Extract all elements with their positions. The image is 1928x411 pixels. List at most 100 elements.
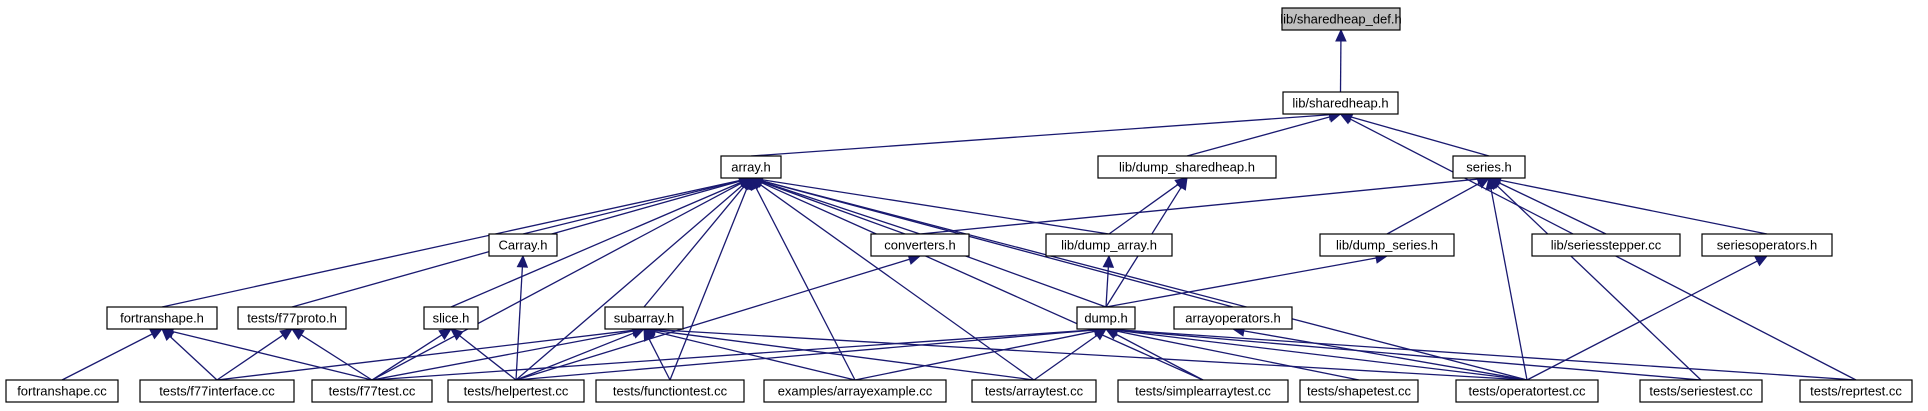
edge-f77test-to-f77proto xyxy=(290,328,373,381)
edge-line xyxy=(1116,329,1702,381)
edge-seriestest-to-series xyxy=(1488,177,1702,381)
graph-node-f77test[interactable]: tests/f77test.cc xyxy=(311,379,433,403)
arrowhead-icon xyxy=(279,328,293,341)
node-label: lib/dump_sharedheap.h xyxy=(1119,160,1255,175)
edge-helpertest-to-converters xyxy=(515,253,922,381)
graph-node-functiontest[interactable]: tests/functiontest.cc xyxy=(595,379,745,403)
graph-node-arrayoperators[interactable]: arrayoperators.h xyxy=(1173,306,1293,330)
node-label: tests/arraytest.cc xyxy=(985,384,1084,399)
node-box xyxy=(1531,233,1681,257)
node-box xyxy=(1281,7,1401,31)
edge-line xyxy=(654,329,1035,381)
graph-node-series[interactable]: series.h xyxy=(1452,155,1526,179)
edge-f77interface-to-fortranshape xyxy=(161,328,218,381)
edge-line xyxy=(1499,179,1768,235)
node-label: Carray.h xyxy=(499,238,548,253)
edge-line xyxy=(515,332,635,381)
arrowhead-icon xyxy=(516,254,529,268)
node-box xyxy=(1799,379,1913,403)
edge-series-to-sharedheap xyxy=(1339,111,1490,157)
graph-node-fortranshape[interactable]: fortranshape.h xyxy=(106,306,218,330)
node-box xyxy=(971,379,1097,403)
edge-dump_sharedheap-to-sharedheap xyxy=(1186,111,1342,157)
node-label: tests/seriestest.cc xyxy=(1649,384,1753,399)
edge-line xyxy=(854,330,1096,381)
graph-node-arraytest[interactable]: tests/arraytest.cc xyxy=(971,379,1097,403)
graph-node-sharedheap_def[interactable]: lib/sharedheap_def.h xyxy=(1280,7,1402,31)
edge-line xyxy=(643,186,745,308)
graph-node-dump_sharedheap[interactable]: lib/dump_sharedheap.h xyxy=(1097,155,1277,179)
graph-node-f77interface[interactable]: tests/f77interface.cc xyxy=(139,379,295,403)
edge-line xyxy=(515,258,910,381)
edge-line xyxy=(1186,116,1331,157)
node-box xyxy=(447,379,585,403)
edge-line xyxy=(515,266,524,381)
edge-line xyxy=(300,334,373,381)
graph-node-fortranshape_cc[interactable]: fortranshape.cc xyxy=(5,379,119,403)
node-label: tests/f77proto.h xyxy=(247,311,337,326)
arrowhead-icon xyxy=(1754,255,1769,267)
edge-line xyxy=(750,114,1330,157)
edge-seriesstepper-to-series xyxy=(1487,177,1607,235)
graph-node-array[interactable]: array.h xyxy=(720,155,782,179)
edge-line xyxy=(1386,182,1480,235)
node-box xyxy=(1097,155,1277,179)
edge-line xyxy=(515,184,744,381)
edge-line xyxy=(161,179,741,308)
graph-node-carray[interactable]: Carray.h xyxy=(488,233,558,257)
edge-line xyxy=(216,334,284,381)
node-label: lib/seriesstepper.cc xyxy=(1551,238,1662,253)
edge-dump-to-dump_series xyxy=(1105,252,1389,308)
graph-node-f77proto[interactable]: tests/f77proto.h xyxy=(237,306,347,330)
node-label: tests/functiontest.cc xyxy=(613,384,728,399)
graph-node-dump[interactable]: dump.h xyxy=(1076,306,1136,330)
edge-line xyxy=(371,182,742,381)
graph-node-simplearraytest[interactable]: tests/simplearraytest.cc xyxy=(1117,379,1289,403)
edge-dump_array-to-dump_sharedheap xyxy=(1108,177,1188,235)
edge-helpertest-to-carray xyxy=(515,254,529,381)
node-box xyxy=(1701,233,1833,257)
arrowhead-icon xyxy=(1335,28,1347,42)
node-label: converters.h xyxy=(884,238,956,253)
node-label: lib/dump_array.h xyxy=(1061,238,1157,253)
edge-line xyxy=(1526,260,1758,381)
node-label: seriesoperators.h xyxy=(1717,238,1817,253)
node-label: array.h xyxy=(731,160,771,175)
node-box xyxy=(1173,306,1293,330)
edge-line xyxy=(1116,330,1360,381)
edge-line xyxy=(1116,329,1857,381)
graph-node-seriesstepper[interactable]: lib/seriesstepper.cc xyxy=(1531,233,1681,257)
edge-line xyxy=(371,329,1096,381)
graph-node-dump_series[interactable]: lib/dump_series.h xyxy=(1319,233,1455,257)
node-label: dump.h xyxy=(1084,311,1127,326)
graph-node-arrayexample[interactable]: examples/arrayexample.cc xyxy=(763,379,947,403)
graph-node-helpertest[interactable]: tests/helpertest.cc xyxy=(447,379,585,403)
graph-node-subarray[interactable]: subarray.h xyxy=(604,306,684,330)
edge-simplearraytest-to-array xyxy=(749,177,1204,381)
graph-node-sharedheap[interactable]: lib/sharedheap.h xyxy=(1282,91,1399,115)
edge-array-to-sharedheap xyxy=(750,109,1342,157)
graph-node-seriesoperators[interactable]: seriesoperators.h xyxy=(1701,233,1833,257)
edge-fortranshape_cc-to-fortranshape xyxy=(61,328,164,381)
graph-node-reprtest[interactable]: tests/reprtest.cc xyxy=(1799,379,1913,403)
edge-line xyxy=(1116,329,1528,381)
edge-line xyxy=(371,330,634,381)
edge-line xyxy=(1033,334,1098,381)
node-box xyxy=(763,379,947,403)
edge-functiontest-to-array xyxy=(669,176,753,381)
edge-line xyxy=(919,178,1479,235)
edge-operatortest-to-seriesoperators xyxy=(1526,255,1769,381)
graph-node-dump_array[interactable]: lib/dump_array.h xyxy=(1045,233,1173,257)
edge-line xyxy=(1496,185,1702,381)
node-label: tests/f77interface.cc xyxy=(159,384,275,399)
graph-node-operatortest[interactable]: tests/operatortest.cc xyxy=(1455,379,1599,403)
node-label: slice.h xyxy=(433,311,470,326)
graph-node-converters[interactable]: converters.h xyxy=(870,233,970,257)
graph-node-slice[interactable]: slice.h xyxy=(423,306,479,330)
node-box xyxy=(1319,233,1455,257)
graph-node-seriestest[interactable]: tests/seriestest.cc xyxy=(1639,379,1763,403)
node-label: fortranshape.cc xyxy=(17,384,107,399)
graph-node-shapetest[interactable]: tests/shapetest.cc xyxy=(1299,379,1419,403)
edge-line xyxy=(515,329,1096,381)
nodes-layer: lib/sharedheap_def.h lib/sharedheap.h arra… xyxy=(5,7,1913,403)
